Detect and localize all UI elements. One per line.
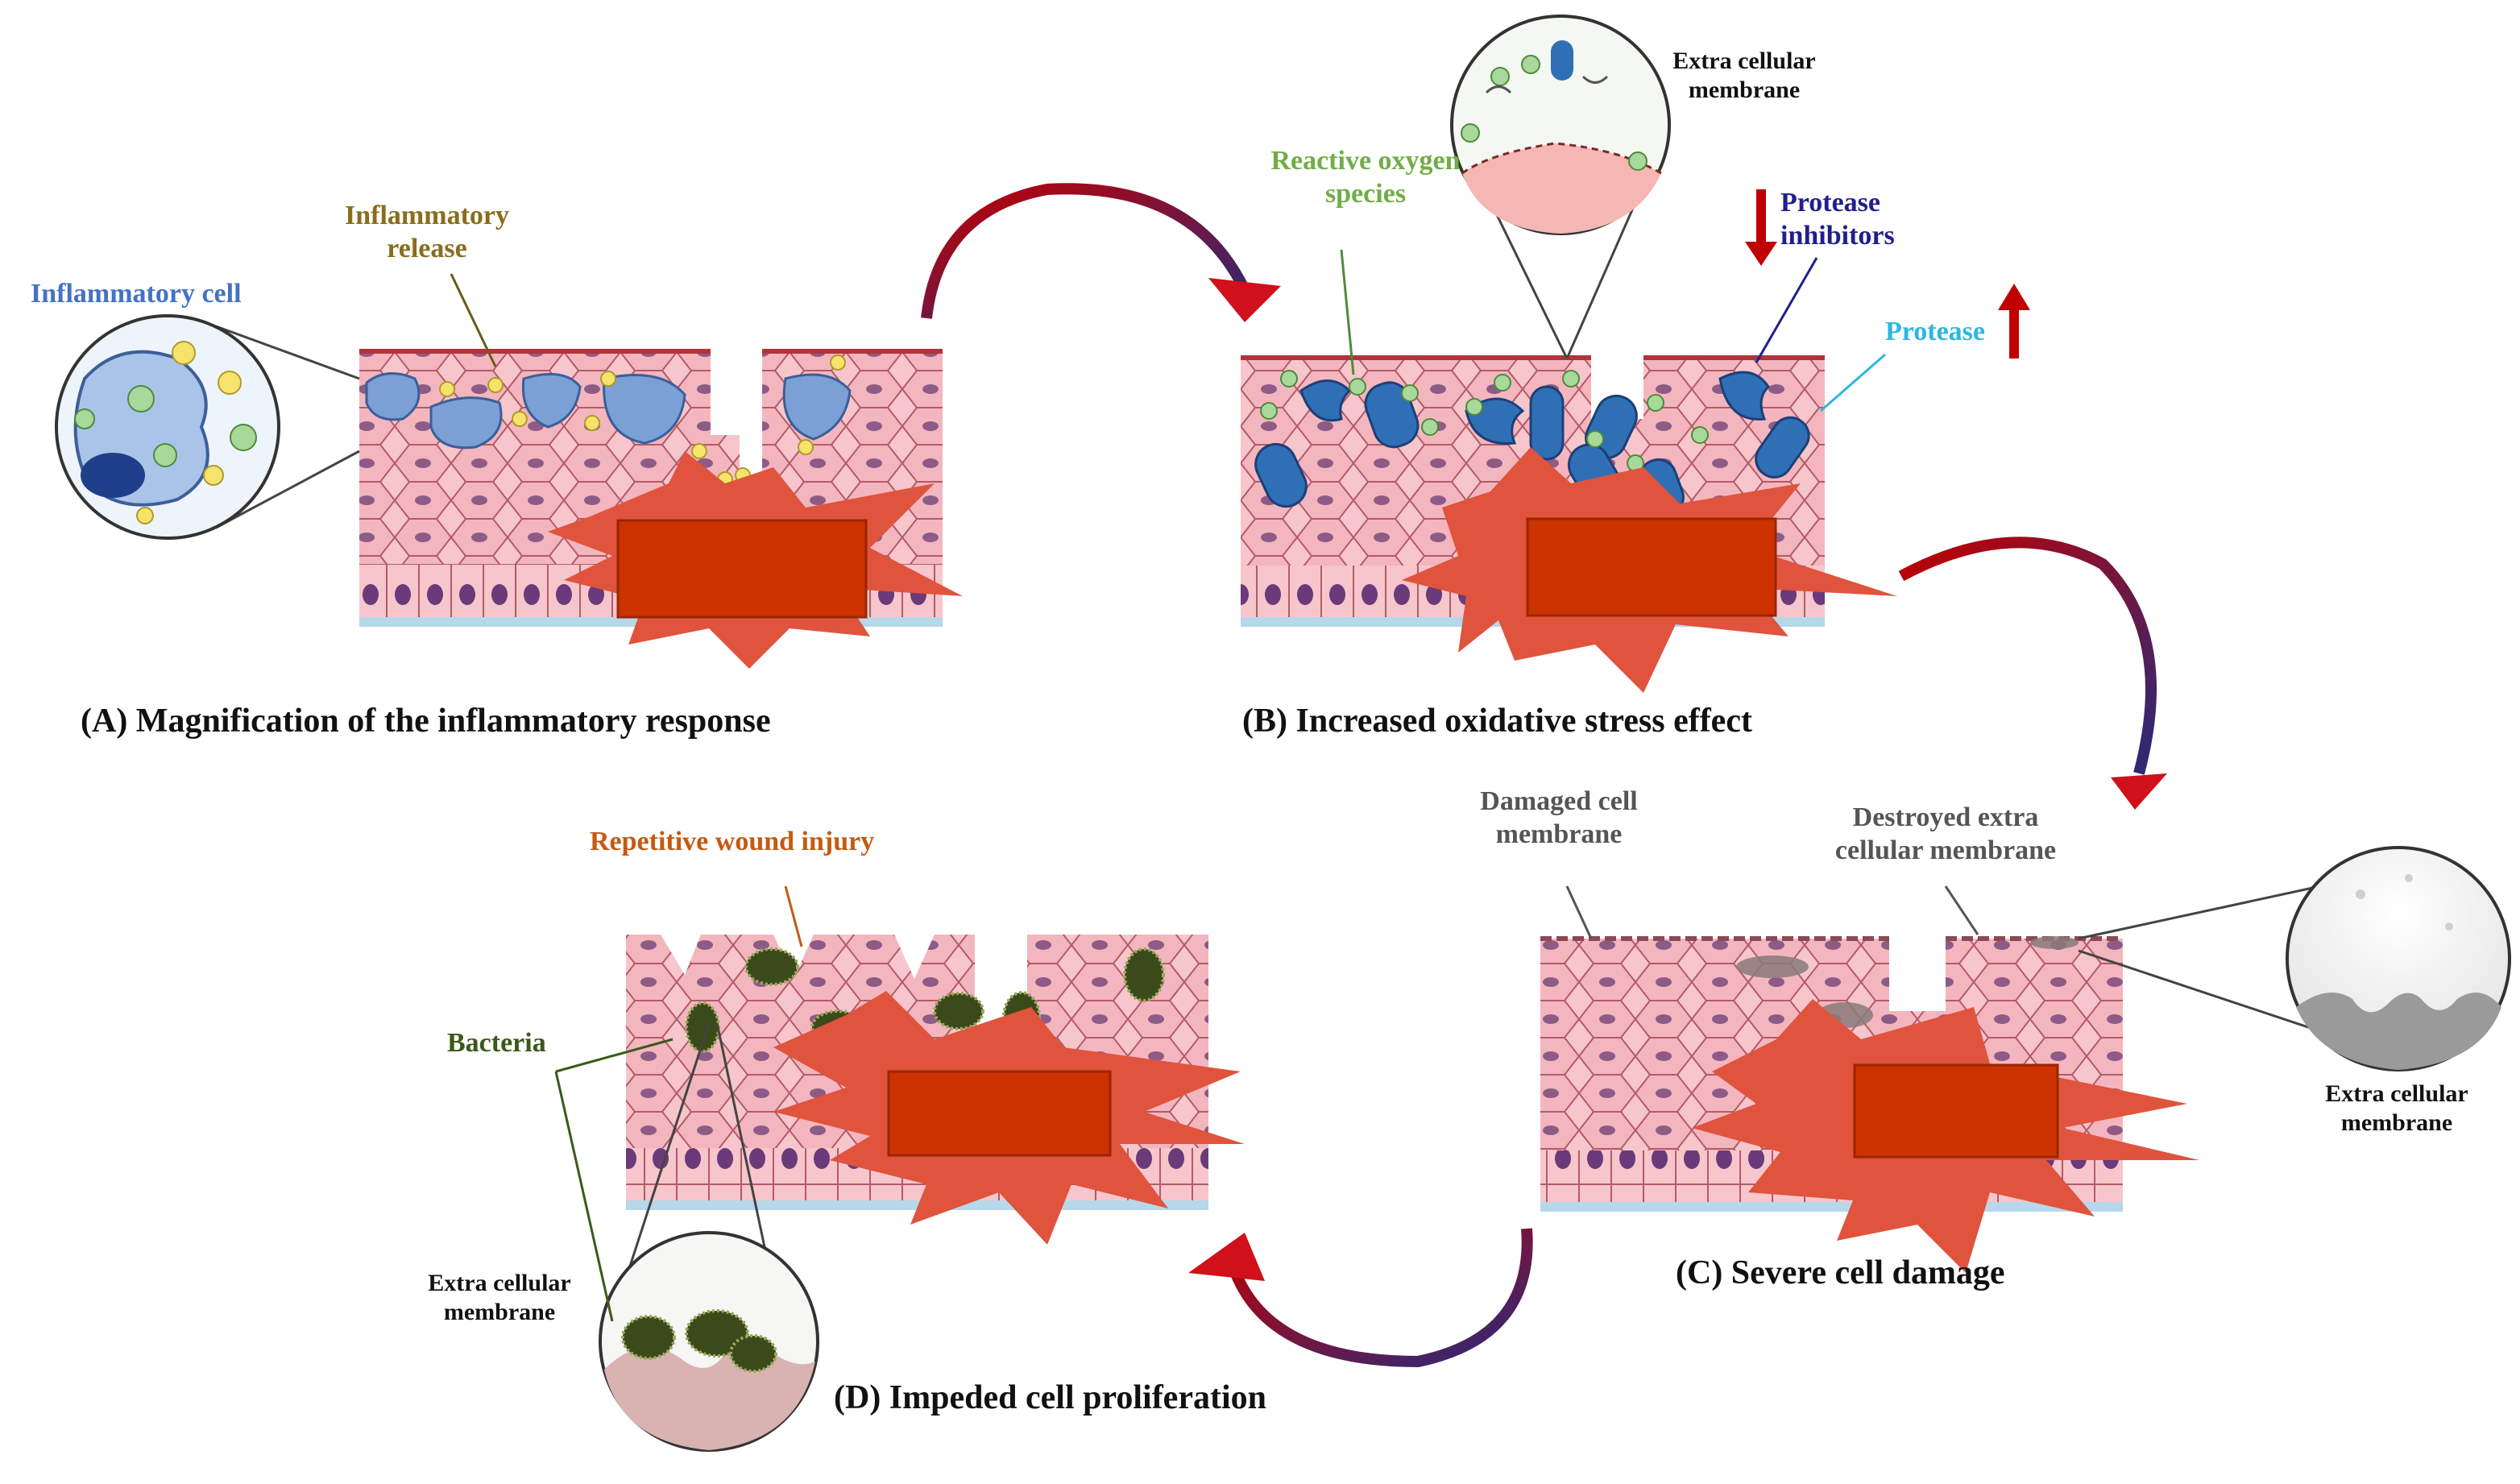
damaged-cell-membrane-label: Damaged cell membrane <box>1480 786 1638 849</box>
panel-d-caption: (D) Impeded cell proliferation <box>834 1379 1266 1416</box>
panel-b-ros-dots <box>1260 370 1709 472</box>
repetitive-injury-pointer <box>784 885 803 947</box>
inflammatory-release-pointer <box>450 273 497 367</box>
repetitive-wound-injury-label: Repetitive wound injury <box>590 827 875 856</box>
down-arrow-icon <box>1745 189 1777 266</box>
arrow-b-to-c <box>1898 537 2167 810</box>
panel-c-magnifier <box>2078 846 2511 1072</box>
panel-c-wound-block <box>1853 1063 2059 1159</box>
panel-b-magnifier <box>1450 15 1671 359</box>
arrow-a-to-b <box>921 183 1281 322</box>
panel-b-caption: (B) Increased oxidative stress effect <box>1242 703 1752 740</box>
bacteria-pointer <box>554 1038 674 1322</box>
reactive-oxygen-species-label: Reactive oxygen species <box>1270 146 1461 209</box>
inflammatory-cell-label: Inflammatory cell <box>31 279 242 309</box>
panel-b-wound-block <box>1526 517 1777 617</box>
ros-pointer <box>1340 249 1355 375</box>
panel-a-wound-block <box>616 519 868 619</box>
panel-c-caption: (C) Severe cell damage <box>1676 1254 2005 1291</box>
panel-a-magnifier <box>55 314 360 540</box>
arrow-c-to-d <box>1188 1228 1533 1368</box>
panel-c-ecm-label: Extra cellular membrane <box>2325 1080 2468 1136</box>
panel-d-wound-block <box>887 1070 1112 1157</box>
panel-b-ecm-label: Extra cellular membrane <box>1672 48 1816 103</box>
up-arrow-icon <box>1998 284 2030 359</box>
destroyed-ecm-label: Destroyed extra cellular membrane <box>1834 802 2057 865</box>
panel-a-caption: (A) Magnification of the inflammatory re… <box>81 703 771 740</box>
protease-inhibitors-label: Protease inhibitors <box>1780 188 1895 251</box>
inflammatory-release-label: Inflammatory release <box>345 201 509 263</box>
panel-d-magnifier <box>599 1022 819 1452</box>
protease-pointer <box>1820 353 1886 412</box>
bacteria-label: Bacteria <box>447 1028 546 1058</box>
panel-d-ecm-label: Extra cellular membrane <box>428 1270 571 1325</box>
damaged-membrane-pointer <box>1565 885 1593 939</box>
protease-label: Protease <box>1885 317 1985 346</box>
destroyed-ecm-pointer <box>1944 885 1979 935</box>
protease-inhibitors-pointer <box>1755 257 1818 363</box>
panel-a-inflammatory-cells <box>365 372 852 450</box>
